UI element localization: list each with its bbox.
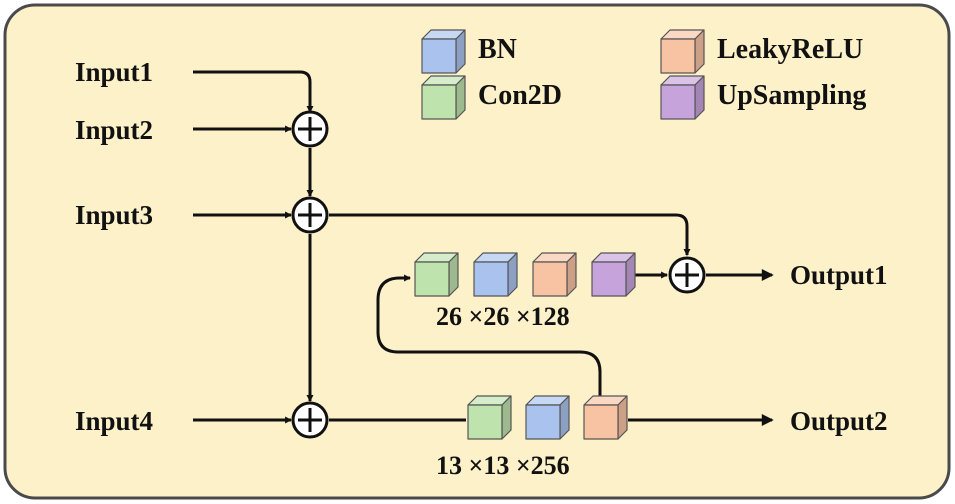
add-node-4 (668, 256, 706, 294)
legend-upsampling-cube (660, 75, 705, 120)
branch1-block-2 (473, 252, 518, 297)
branch1-dims-label: 26 ×26 ×128 (436, 302, 570, 331)
branch1-block-1 (414, 252, 459, 297)
legend-leakyrelu-cube (660, 29, 705, 74)
input1-label: Input1 (75, 57, 153, 87)
branch2-block-1 (467, 395, 512, 440)
add-node-2 (291, 196, 329, 234)
legend-upsampling-label: UpSampling (717, 80, 866, 111)
input4-label: Input4 (75, 406, 153, 436)
legend-bn-label: BN (478, 34, 517, 65)
branch2-block-2 (525, 395, 570, 440)
edge-add2-add4 (329, 213, 691, 257)
output1-label: Output1 (790, 260, 888, 290)
legend-con2d-label: Con2D (478, 80, 562, 111)
add-node-3 (291, 401, 329, 439)
legend-bn-cube (421, 29, 466, 74)
layer-blocks (414, 29, 705, 440)
input3-label: Input3 (75, 200, 153, 230)
branch1-block-4 (591, 252, 636, 297)
add-node-1 (291, 110, 329, 148)
input2-label: Input2 (75, 115, 153, 145)
edge-input1-add1 (193, 70, 314, 114)
branch1-block-3 (532, 252, 577, 297)
branch2-block-3 (583, 395, 628, 440)
legend-leakyrelu-label: LeakyReLU (717, 34, 863, 65)
branch2-dims-label: 13 ×13 ×256 (436, 451, 570, 480)
edge-branch2-branch1 (376, 274, 602, 397)
connections (193, 70, 774, 426)
output2-label: Output2 (790, 406, 888, 436)
legend-con2d-cube (421, 75, 466, 120)
